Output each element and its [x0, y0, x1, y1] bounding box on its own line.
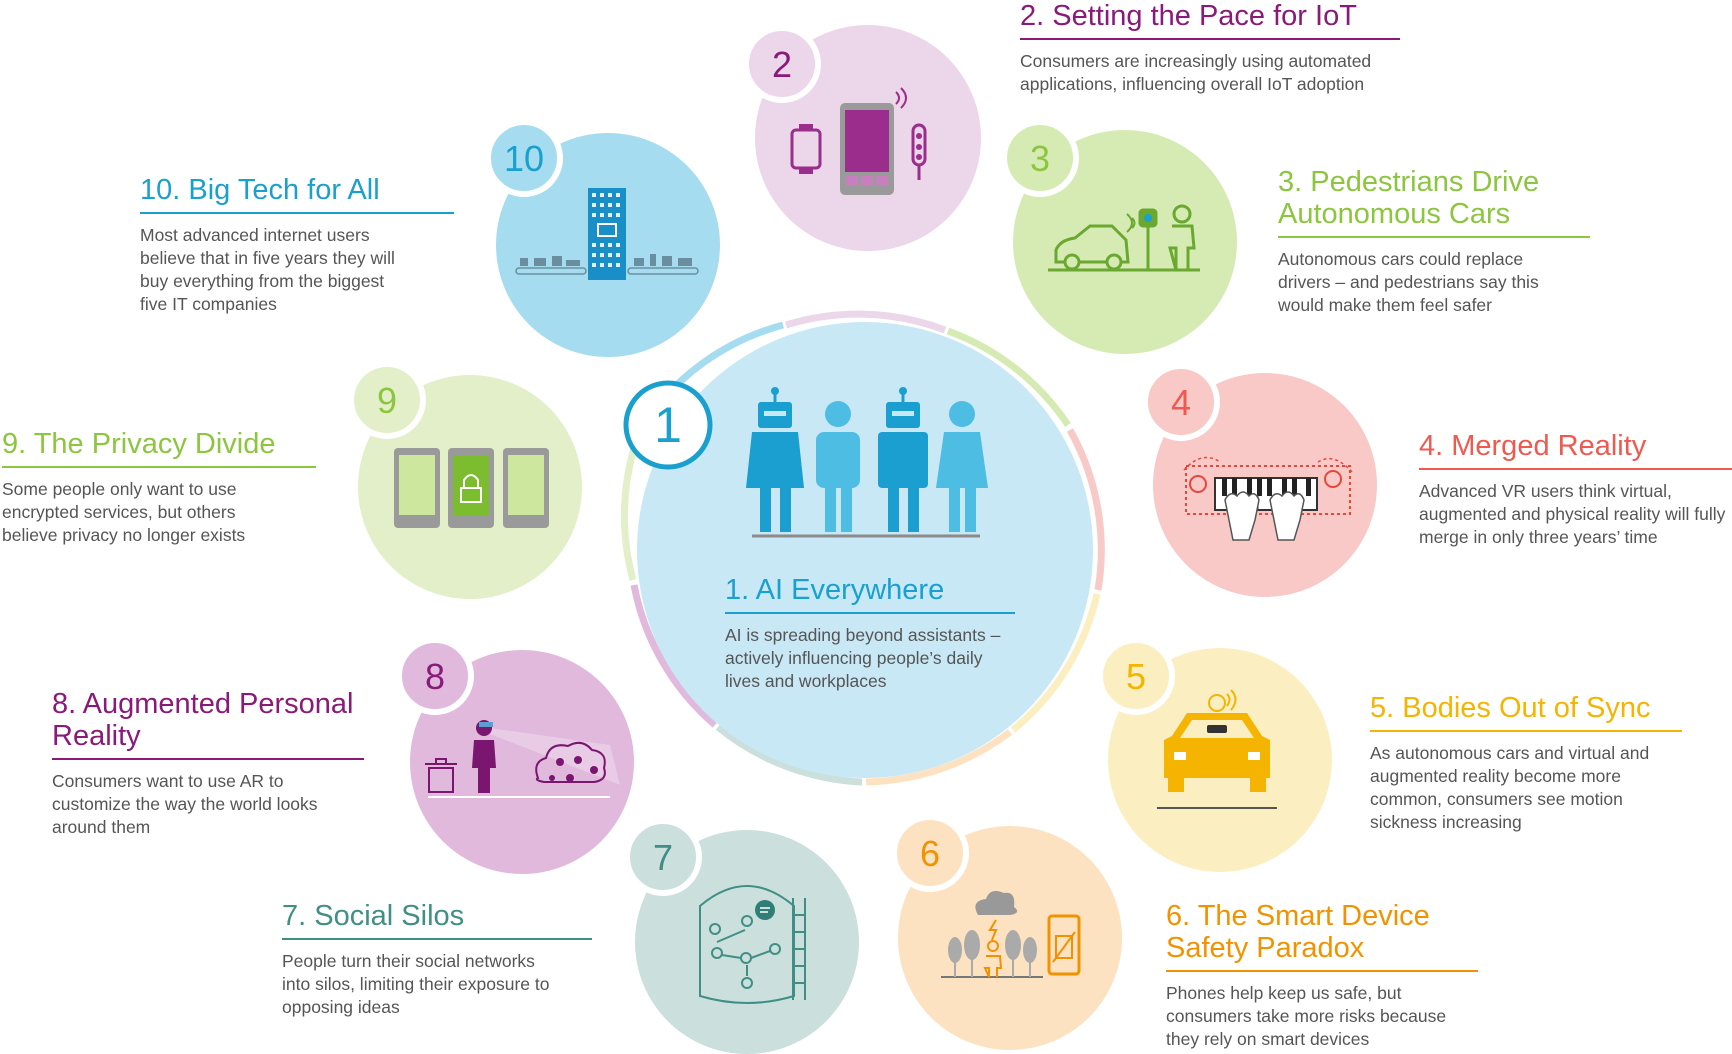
trend-10-block: 10. Big Tech for All Most advanced inter… [140, 174, 454, 316]
number-badge-5 [1097, 637, 1175, 715]
number-badge-4 [1142, 363, 1220, 441]
trend-2-description: Consumers are increasingly using automat… [1020, 51, 1372, 94]
ring-segment [784, 310, 947, 334]
trend-1-description: AI is spreading beyond assistants – acti… [725, 625, 1001, 691]
number-6: 6 [920, 833, 940, 874]
ring-segment [1010, 593, 1101, 733]
trend-8-block: 8. Augmented Personal Reality Consumers … [52, 688, 364, 839]
number-3: 3 [1030, 138, 1050, 179]
trend-6-description: Phones help keep us safe, but consumers … [1166, 983, 1447, 1049]
trend-2-block: 2. Setting the Pace for IoT Consumers ar… [1020, 0, 1400, 96]
ring-segment [1066, 428, 1105, 591]
number-badge-10 [485, 119, 563, 197]
number-badge-7 [624, 818, 702, 896]
number-9: 9 [377, 380, 397, 421]
number-10: 10 [504, 138, 544, 179]
trend-1-block: 1. AI Everywhere AI is spreading beyond … [725, 574, 1015, 693]
trend-4-block: 4. Merged Reality Advanced VR users thin… [1419, 430, 1732, 549]
ring-segment [865, 729, 1013, 786]
trend-3-block: 3. Pedestrians Drive Autonomous Cars Aut… [1278, 166, 1590, 317]
trend-6-title: 6. The Smart Device Safety Paradox [1166, 900, 1478, 972]
trend-2-title: 2. Setting the Pace for IoT [1020, 0, 1400, 40]
trend-7-title: 7. Social Silos [282, 900, 592, 940]
circle-8 [410, 650, 634, 874]
ring-segment [715, 724, 863, 786]
number-badge-3 [1001, 119, 1079, 197]
trend-7-block: 7. Social Silos People turn their social… [282, 900, 592, 1019]
number-badge-6 [891, 814, 969, 892]
number-badge-9 [348, 361, 426, 439]
phone-storm-icon [941, 891, 1081, 978]
number-badge-1 [623, 380, 713, 470]
circle-1 [637, 322, 1093, 778]
car-pedestrian-icon [1048, 204, 1200, 272]
number-4: 4 [1171, 382, 1191, 423]
number-badge-2 [743, 25, 821, 103]
trend-3-title: 3. Pedestrians Drive Autonomous Cars [1278, 166, 1590, 238]
trend-8-description: Consumers want to use AR to customize th… [52, 771, 318, 837]
number-5: 5 [1126, 656, 1146, 697]
trend-4-description: Advanced VR users think virtual, augment… [1419, 481, 1726, 547]
number-7: 7 [653, 837, 673, 878]
trend-10-title: 10. Big Tech for All [140, 174, 454, 214]
circle-7 [635, 830, 859, 1054]
trend-5-description: As autonomous cars and virtual and augme… [1370, 743, 1650, 832]
trend-5-block: 5. Bodies Out of Sync As autonomous cars… [1370, 692, 1682, 834]
piano-hands-icon [1183, 456, 1353, 541]
outer-ring [620, 310, 1105, 786]
trend-8-title: 8. Augmented Personal Reality [52, 688, 364, 760]
trend-9-description: Some people only want to use encrypted s… [2, 479, 246, 545]
number-8: 8 [425, 656, 445, 697]
social-silo-icon [699, 885, 806, 1004]
trend-1-title: 1. AI Everywhere [725, 574, 1015, 614]
ring-segment [946, 327, 1071, 427]
trend-7-description: People turn their social networks into s… [282, 951, 550, 1017]
trend-6-block: 6. The Smart Device Safety Paradox Phone… [1166, 900, 1478, 1051]
trend-9-block: 9. The Privacy Divide Some people only w… [2, 428, 316, 547]
smartphone-iot-icon [790, 87, 927, 195]
trend-9-title: 9. The Privacy Divide [2, 428, 316, 468]
big-tech-building-icon [515, 188, 699, 280]
number-badge-8 [396, 637, 474, 715]
robots-and-people-icon [746, 387, 988, 538]
trend-4-title: 4. Merged Reality [1419, 430, 1732, 470]
encrypted-phone-icon [394, 448, 549, 528]
number-2: 2 [772, 44, 792, 85]
number-1: 1 [654, 397, 682, 453]
car-vr-icon [1157, 689, 1277, 809]
ring-segment [630, 584, 718, 728]
trend-5-title: 5. Bodies Out of Sync [1370, 692, 1682, 732]
trend-3-description: Autonomous cars could replace drivers – … [1278, 249, 1539, 315]
trend-10-description: Most advanced internet users believe tha… [140, 225, 395, 314]
ar-person-icon [425, 720, 620, 798]
